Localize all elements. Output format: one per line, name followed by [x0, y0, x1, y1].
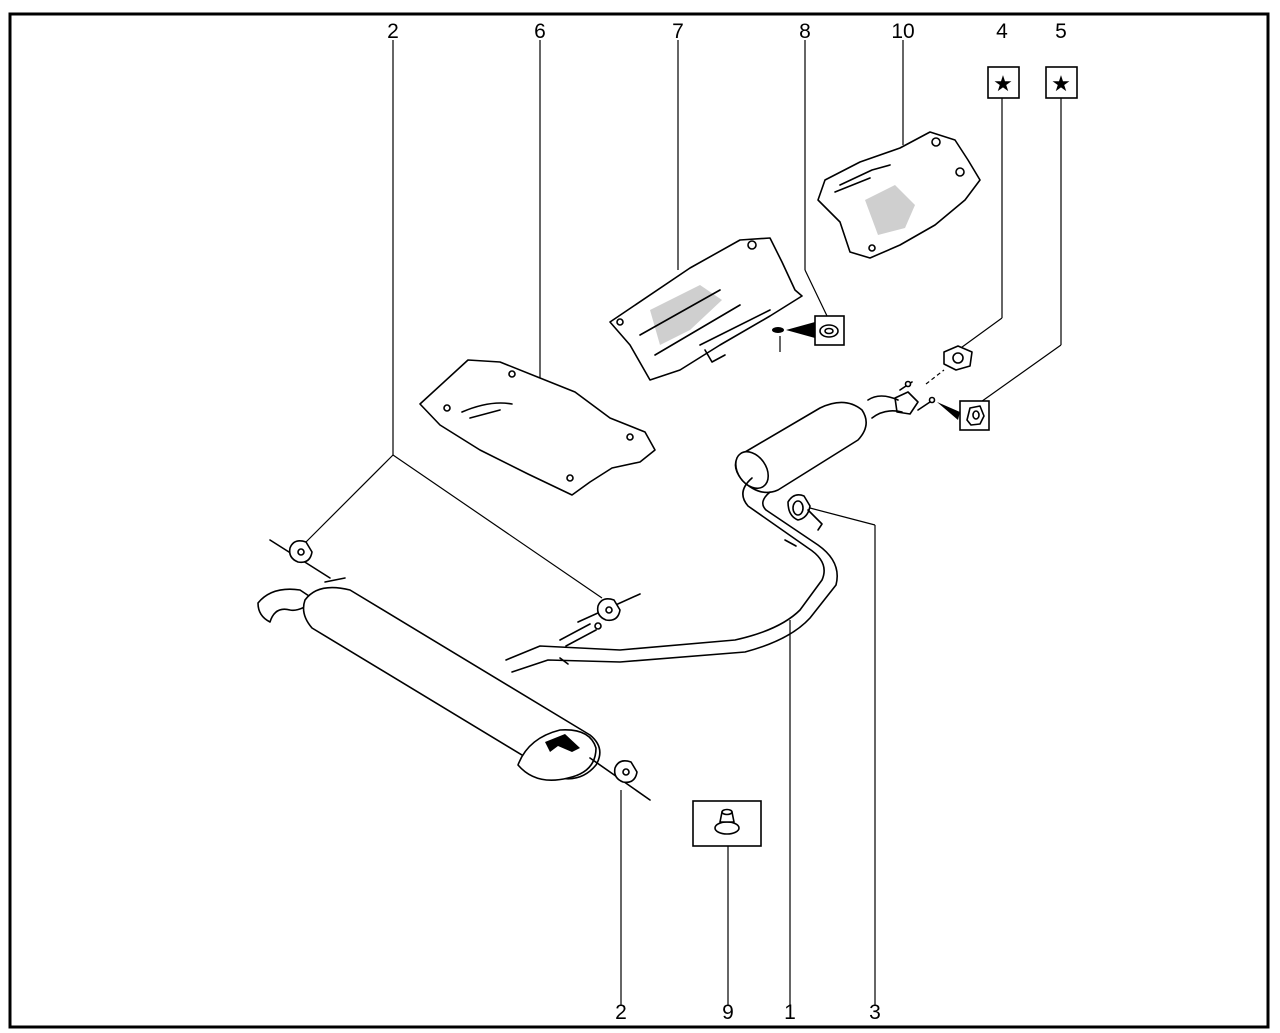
callout-10: 10: [891, 20, 914, 43]
callout-9: 9: [722, 1001, 734, 1024]
callout-2-top: 2: [387, 20, 399, 43]
clip-fastener: [772, 315, 845, 352]
flange-gasket: [925, 345, 973, 385]
star-box-4: ★: [987, 66, 1020, 99]
rear-hanger-rubber-left: [269, 539, 331, 579]
rear-hanger-rubber-middle: [577, 593, 641, 623]
flange-nut: [937, 400, 990, 431]
exhaust-pipe-assembly: [505, 380, 936, 673]
front-hanger-rubber: [787, 494, 823, 531]
rear-muffler: [257, 577, 651, 801]
leader-lines: [302, 40, 1062, 1005]
diagram-frame: [8, 12, 1270, 1029]
callout-5: 5: [1055, 20, 1067, 43]
callout-1: 1: [784, 1001, 796, 1024]
callout-4: 4: [996, 20, 1008, 43]
callout-2-bottom: 2: [615, 1001, 627, 1024]
star-box-5: ★: [1045, 66, 1078, 99]
callout-3: 3: [869, 1001, 881, 1024]
callout-6: 6: [534, 20, 546, 43]
heat-shield-front: [609, 237, 803, 381]
callout-8: 8: [799, 20, 811, 43]
heat-shield-center: [419, 359, 656, 496]
star-symbol-4: ★: [993, 72, 1013, 97]
callout-7: 7: [672, 20, 684, 43]
boxed-flange-nut: [692, 800, 762, 847]
heat-shield-rear: [817, 131, 981, 259]
rear-hanger-rubber-right: [613, 760, 638, 784]
star-symbol-5: ★: [1051, 72, 1071, 97]
